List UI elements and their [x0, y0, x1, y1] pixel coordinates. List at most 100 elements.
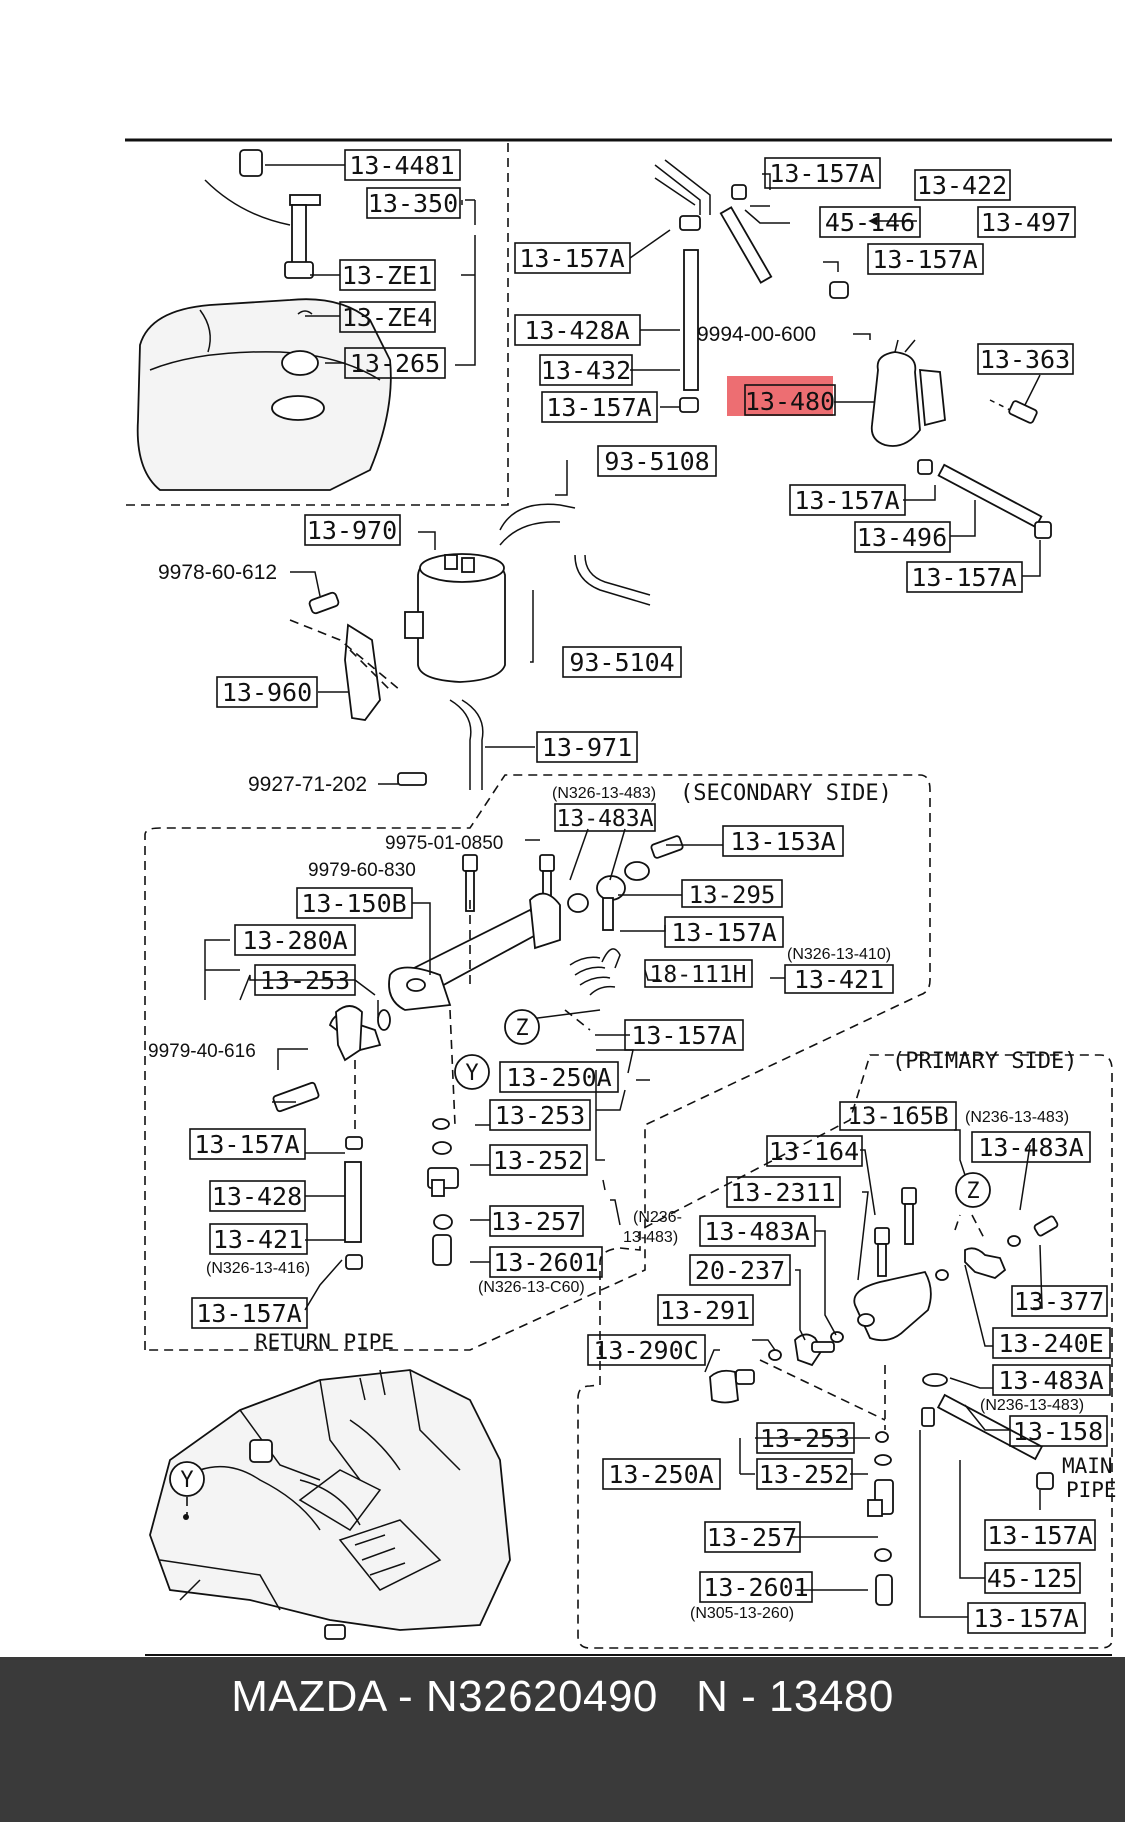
- label-13-428a: 13-428A: [514, 314, 641, 346]
- svg-text:18-111H: 18-111H: [650, 962, 747, 988]
- label-13-157a-10: 13-157A: [191, 1297, 308, 1329]
- label-n305-13-260: (N305-13-260): [690, 1605, 794, 1622]
- label-13-295: 13-295: [681, 879, 783, 909]
- svg-text:13-2311: 13-2311: [730, 1178, 835, 1207]
- label-secondary-side: (SECONDARY SIDE): [680, 781, 892, 806]
- svg-text:13-250A: 13-250A: [506, 1063, 611, 1092]
- label-13-150b: 13-150B: [296, 887, 413, 919]
- svg-text:13-157A: 13-157A: [973, 1604, 1078, 1633]
- svg-text:13-422: 13-422: [917, 171, 1007, 200]
- label-13-157a-7: 13-157A: [664, 916, 784, 948]
- label-n326-13-416: (N326-13-416): [206, 1260, 310, 1277]
- svg-text:13-970: 13-970: [307, 516, 397, 545]
- svg-text:Z: Z: [966, 1179, 979, 1204]
- label-13-157a-2: 13-157A: [541, 391, 658, 423]
- label-13-253-2: 13-253: [489, 1099, 591, 1131]
- label-13-253-1: 13-253: [254, 964, 356, 996]
- svg-text:13-253: 13-253: [760, 1424, 850, 1453]
- fuel-filter-group: [719, 184, 1052, 539]
- label-n236-13-483-b: (N236-13-483): [980, 1397, 1084, 1414]
- svg-text:13-157A: 13-157A: [196, 1299, 301, 1328]
- svg-text:13-253: 13-253: [495, 1101, 585, 1130]
- label-93-5104: 93-5104: [562, 646, 682, 678]
- svg-text:13-428A: 13-428A: [524, 316, 629, 345]
- svg-text:Y: Y: [465, 1061, 478, 1086]
- label-93-5108: 93-5108: [597, 445, 717, 477]
- label-45-146: 45-146: [819, 206, 921, 238]
- label-13-483a-2: 13-483A: [971, 1131, 1091, 1163]
- label-13-421-1: 13-421: [784, 964, 894, 994]
- label-13-483a-4: 13-483A: [992, 1364, 1111, 1396]
- label-n326-13-410: (N326-13-410): [787, 946, 891, 963]
- label-13-480[interactable]: 13-480: [727, 376, 836, 416]
- label-9927-71-202: 9927-71-202: [248, 773, 367, 796]
- svg-text:13-252: 13-252: [493, 1146, 583, 1175]
- label-9975-01-0850: 9975-01-0850: [385, 833, 503, 854]
- svg-text:13-257: 13-257: [491, 1207, 581, 1236]
- label-13-363: 13-363: [977, 343, 1074, 375]
- label-13-960: 13-960: [216, 676, 318, 708]
- part-caption: MAZDA - N32620490 N - 13480: [231, 1672, 894, 1721]
- svg-text:13-483A: 13-483A: [978, 1133, 1083, 1162]
- svg-text:45-125: 45-125: [987, 1564, 1077, 1593]
- svg-text:13-4481: 13-4481: [349, 151, 454, 180]
- svg-text:13-971: 13-971: [542, 733, 632, 762]
- label-13-157a-4: 13-157A: [867, 243, 984, 275]
- label-13-257-1: 13-257: [489, 1205, 584, 1237]
- callout-y-1: Y: [454, 1054, 490, 1090]
- svg-text:13-253: 13-253: [260, 966, 350, 995]
- label-13-483a-1: 13-483A: [554, 803, 656, 832]
- svg-text:13-157A: 13-157A: [794, 486, 899, 515]
- label-13-157a-6: 13-157A: [906, 561, 1023, 593]
- label-13-250a-2: 13-250A: [602, 1458, 721, 1490]
- label-13-157a-8: 13-157A: [624, 1019, 744, 1051]
- label-13-165b: 13-165B: [839, 1101, 957, 1131]
- svg-text:13-240E: 13-240E: [998, 1329, 1103, 1358]
- label-9994-00-600: 9994-00-600: [697, 323, 816, 346]
- svg-text:13-157A: 13-157A: [194, 1130, 299, 1159]
- svg-text:13-483A: 13-483A: [557, 806, 654, 832]
- svg-text:13-480: 13-480: [745, 387, 835, 416]
- label-13-265: 13-265: [344, 347, 446, 379]
- label-20-237: 20-237: [689, 1254, 791, 1286]
- label-13-ze1: 13-ZE1: [339, 259, 436, 291]
- svg-text:13-164: 13-164: [769, 1137, 859, 1166]
- label-13-250a-1: 13-250A: [499, 1061, 619, 1093]
- svg-text:13-432: 13-432: [541, 356, 631, 385]
- label-main-pipe-2: PIPE: [1066, 1478, 1117, 1502]
- label-n326-13-c60: (N326-13-C60): [478, 1279, 585, 1296]
- svg-text:20-237: 20-237: [695, 1256, 785, 1285]
- parts-diagram: 13-4481 13-350 13-ZE1 13-ZE4 13-265 13-1…: [125, 138, 1117, 1656]
- label-13-157a-3: 13-157A: [764, 157, 881, 189]
- label-13-2601-2: 13-2601: [699, 1571, 813, 1603]
- label-return-pipe: RETURN PIPE: [255, 1330, 394, 1354]
- label-13-970: 13-970: [304, 514, 401, 546]
- svg-text:13-157A: 13-157A: [872, 245, 977, 274]
- svg-text:93-5108: 93-5108: [604, 447, 709, 476]
- label-13-4481: 13-4481: [344, 149, 461, 181]
- primary-parts-group: [709, 1187, 1059, 1606]
- labels-secondary: (N326-13-483) (SECONDARY SIDE) 13-483A 9…: [148, 781, 894, 1354]
- label-13-496: 13-496: [854, 521, 951, 553]
- label-n236-13-483-a: (N236-13-483): [965, 1109, 1069, 1126]
- label-13-253-3: 13-253: [756, 1422, 855, 1454]
- label-13-157a-5: 13-157A: [789, 484, 906, 516]
- label-13-290c: 13-290C: [587, 1334, 706, 1366]
- svg-text:13-157A: 13-157A: [671, 918, 776, 947]
- label-13-157a-1: 13-157A: [514, 242, 631, 274]
- label-13-483a-3: 13-483A: [699, 1215, 816, 1247]
- svg-text:13-295: 13-295: [689, 881, 776, 909]
- label-9979-40-616: 9979-40-616: [148, 1041, 256, 1062]
- label-n236-b1: (N236-: [633, 1209, 682, 1226]
- label-13-157a-9: 13-157A: [189, 1128, 306, 1160]
- label-13-377: 13-377: [1011, 1285, 1108, 1317]
- caption-bar: MAZDA - N32620490 N - 13480: [0, 1657, 1125, 1822]
- svg-text:13-291: 13-291: [660, 1296, 750, 1325]
- svg-text:13-421: 13-421: [213, 1225, 303, 1254]
- svg-text:Y: Y: [180, 1468, 193, 1493]
- label-13-240e: 13-240E: [992, 1327, 1111, 1359]
- label-13-153a: 13-153A: [722, 825, 844, 857]
- svg-text:45-146: 45-146: [825, 208, 915, 237]
- label-13-164: 13-164: [766, 1135, 863, 1167]
- svg-text:13-290C: 13-290C: [593, 1336, 698, 1365]
